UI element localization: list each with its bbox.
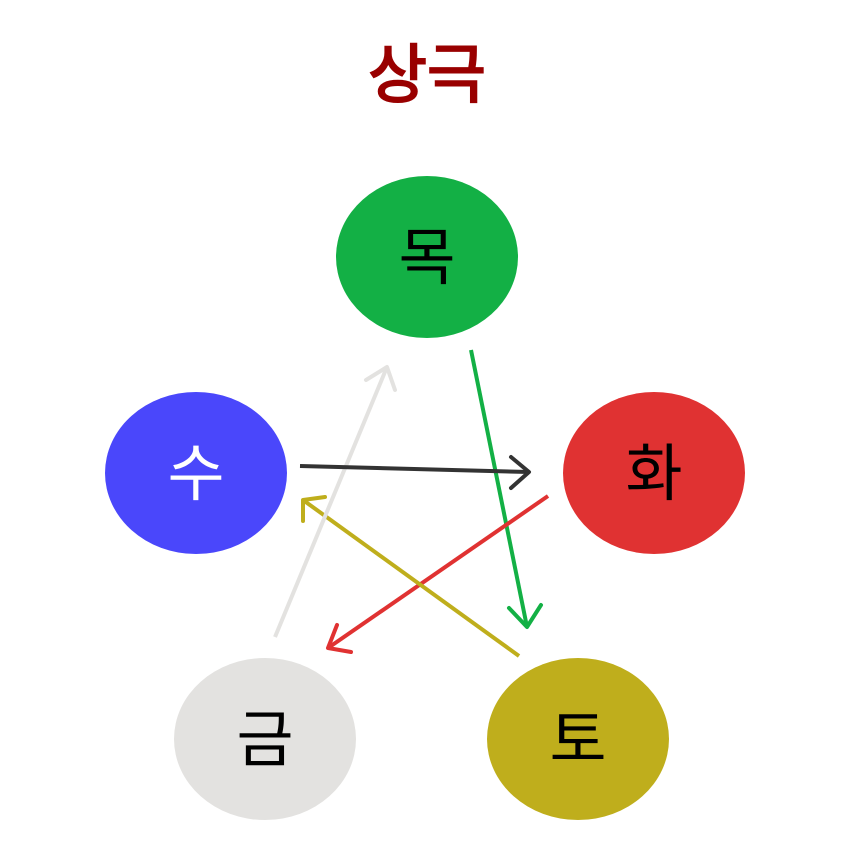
edge-line <box>326 494 550 650</box>
edge-line <box>469 349 529 628</box>
node-fire: 화 <box>563 392 745 554</box>
node-ellipse <box>563 392 745 554</box>
node-ellipse <box>336 176 518 338</box>
arrowhead-icon <box>509 455 531 490</box>
arrowhead-icon <box>301 495 327 523</box>
node-label: 목 <box>398 221 455 294</box>
edge-water-to-fire <box>299 455 531 490</box>
node-water: 수 <box>105 392 287 554</box>
diagram-title: 상극 <box>368 39 486 113</box>
edge-earth-to-water <box>301 495 521 658</box>
edge-line <box>301 498 521 658</box>
node-label: 수 <box>167 437 224 510</box>
node-ellipse <box>487 658 669 820</box>
node-ellipse <box>105 392 287 554</box>
node-wood: 목 <box>336 176 518 338</box>
node-metal: 금 <box>174 658 356 820</box>
edge-metal-to-wood <box>273 365 397 638</box>
arrowhead-icon <box>507 603 543 629</box>
edge-line <box>299 464 530 474</box>
node-earth: 토 <box>487 658 669 820</box>
edge-line <box>273 366 389 638</box>
node-label: 금 <box>236 703 293 776</box>
node-label: 화 <box>625 437 682 510</box>
arrowhead-icon <box>364 365 397 392</box>
edge-wood-to-earth <box>469 349 543 629</box>
edge-fire-to-metal <box>326 494 550 654</box>
arrowhead-icon <box>326 623 353 654</box>
node-label: 토 <box>549 703 606 776</box>
node-ellipse <box>174 658 356 820</box>
